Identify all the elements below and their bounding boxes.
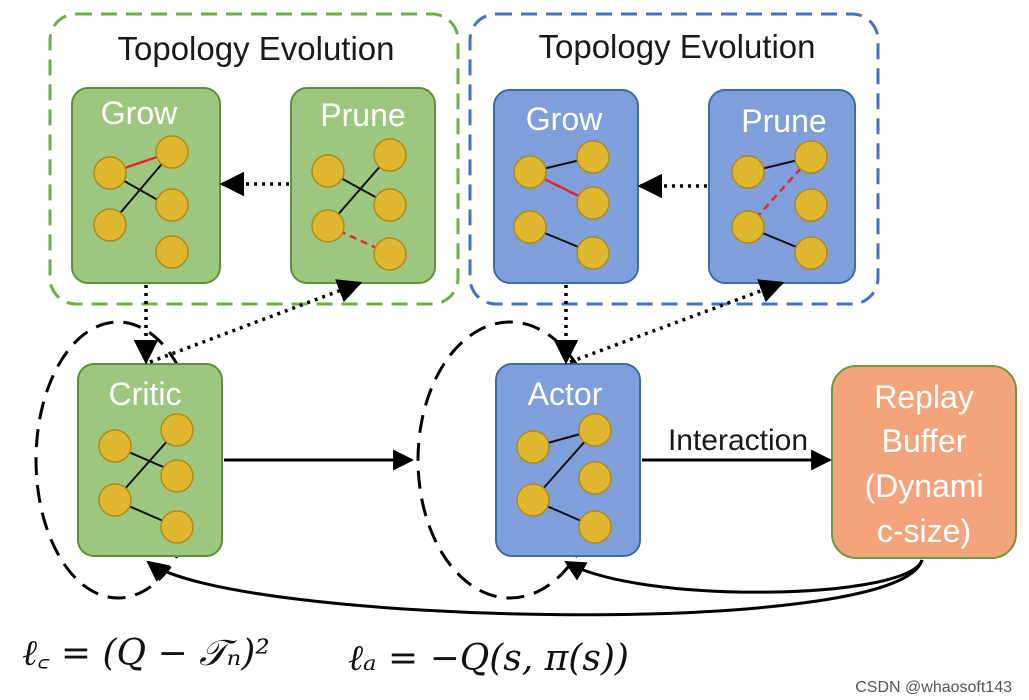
critic-label: Critic xyxy=(109,376,182,412)
network-node xyxy=(155,188,189,222)
critic-loss-formula: ℓ꜀ = (Q − 𝒯ₙ)² xyxy=(22,633,270,674)
network-node xyxy=(98,429,132,463)
network-node xyxy=(794,140,828,174)
network-node xyxy=(373,237,407,271)
network-node xyxy=(516,430,550,464)
network-node xyxy=(93,156,127,190)
replay-buffer-line-1: Replay xyxy=(874,379,974,415)
replay-buffer-to-critic-arrow xyxy=(146,559,924,617)
actor-box: Actor xyxy=(495,363,641,557)
replay-buffer-line-4: c-size) xyxy=(877,513,971,549)
network-node xyxy=(576,186,610,220)
actor-loss-formula: ℓₐ = −Q(s, π(s)) xyxy=(348,638,629,679)
network-node xyxy=(576,140,610,174)
network-node xyxy=(794,236,828,270)
replay-buffer-to-actor-arrow xyxy=(564,559,924,594)
actor-prune-label: Prune xyxy=(741,103,826,139)
critic-topology-title: Topology Evolution xyxy=(117,30,394,67)
actor-to-actor-prune-arrow xyxy=(569,279,785,364)
network-node xyxy=(98,483,132,517)
actor-topology-group xyxy=(468,12,880,306)
critic-grow-box: Grow xyxy=(71,87,221,284)
network-node xyxy=(794,188,828,222)
actor-grow-label: Grow xyxy=(526,101,603,137)
actor-label: Actor xyxy=(528,376,603,412)
network-node xyxy=(578,413,612,447)
actor-grow-box: Grow xyxy=(493,89,639,284)
actor-topology-title: Topology Evolution xyxy=(538,28,815,65)
network-node xyxy=(155,235,189,269)
network-node xyxy=(160,510,194,544)
network-node xyxy=(311,154,345,188)
network-node xyxy=(513,210,547,244)
replay-buffer-box: Replay Buffer (Dynami c-size) xyxy=(831,365,1017,559)
critic-to-critic-prune-arrow xyxy=(149,279,363,364)
network-node xyxy=(160,459,194,493)
replay-buffer-line-3: (Dynami xyxy=(864,468,983,504)
interaction-label: Interaction xyxy=(668,424,808,457)
network-node xyxy=(311,209,345,243)
critic-topology-group xyxy=(48,12,460,306)
network-node xyxy=(731,210,765,244)
network-node xyxy=(93,208,127,242)
watermark: CSDN @whaosoft143 xyxy=(855,679,1012,696)
network-node xyxy=(731,155,765,189)
network-node xyxy=(160,413,194,447)
network-node xyxy=(578,461,612,495)
network-node xyxy=(516,483,550,517)
network-node xyxy=(373,138,407,172)
network-node xyxy=(155,135,189,169)
critic-box: Critic xyxy=(77,363,223,557)
replay-buffer-line-2: Buffer xyxy=(882,423,967,459)
actor-prune-box: Prune xyxy=(708,89,856,284)
network-node xyxy=(373,188,407,222)
critic-prune-box: Prune xyxy=(290,87,436,284)
critic-grow-label: Grow xyxy=(101,95,178,131)
network-node xyxy=(576,236,610,270)
critic-prune-label: Prune xyxy=(320,97,405,133)
network-node xyxy=(578,510,612,544)
network-node xyxy=(513,155,547,189)
